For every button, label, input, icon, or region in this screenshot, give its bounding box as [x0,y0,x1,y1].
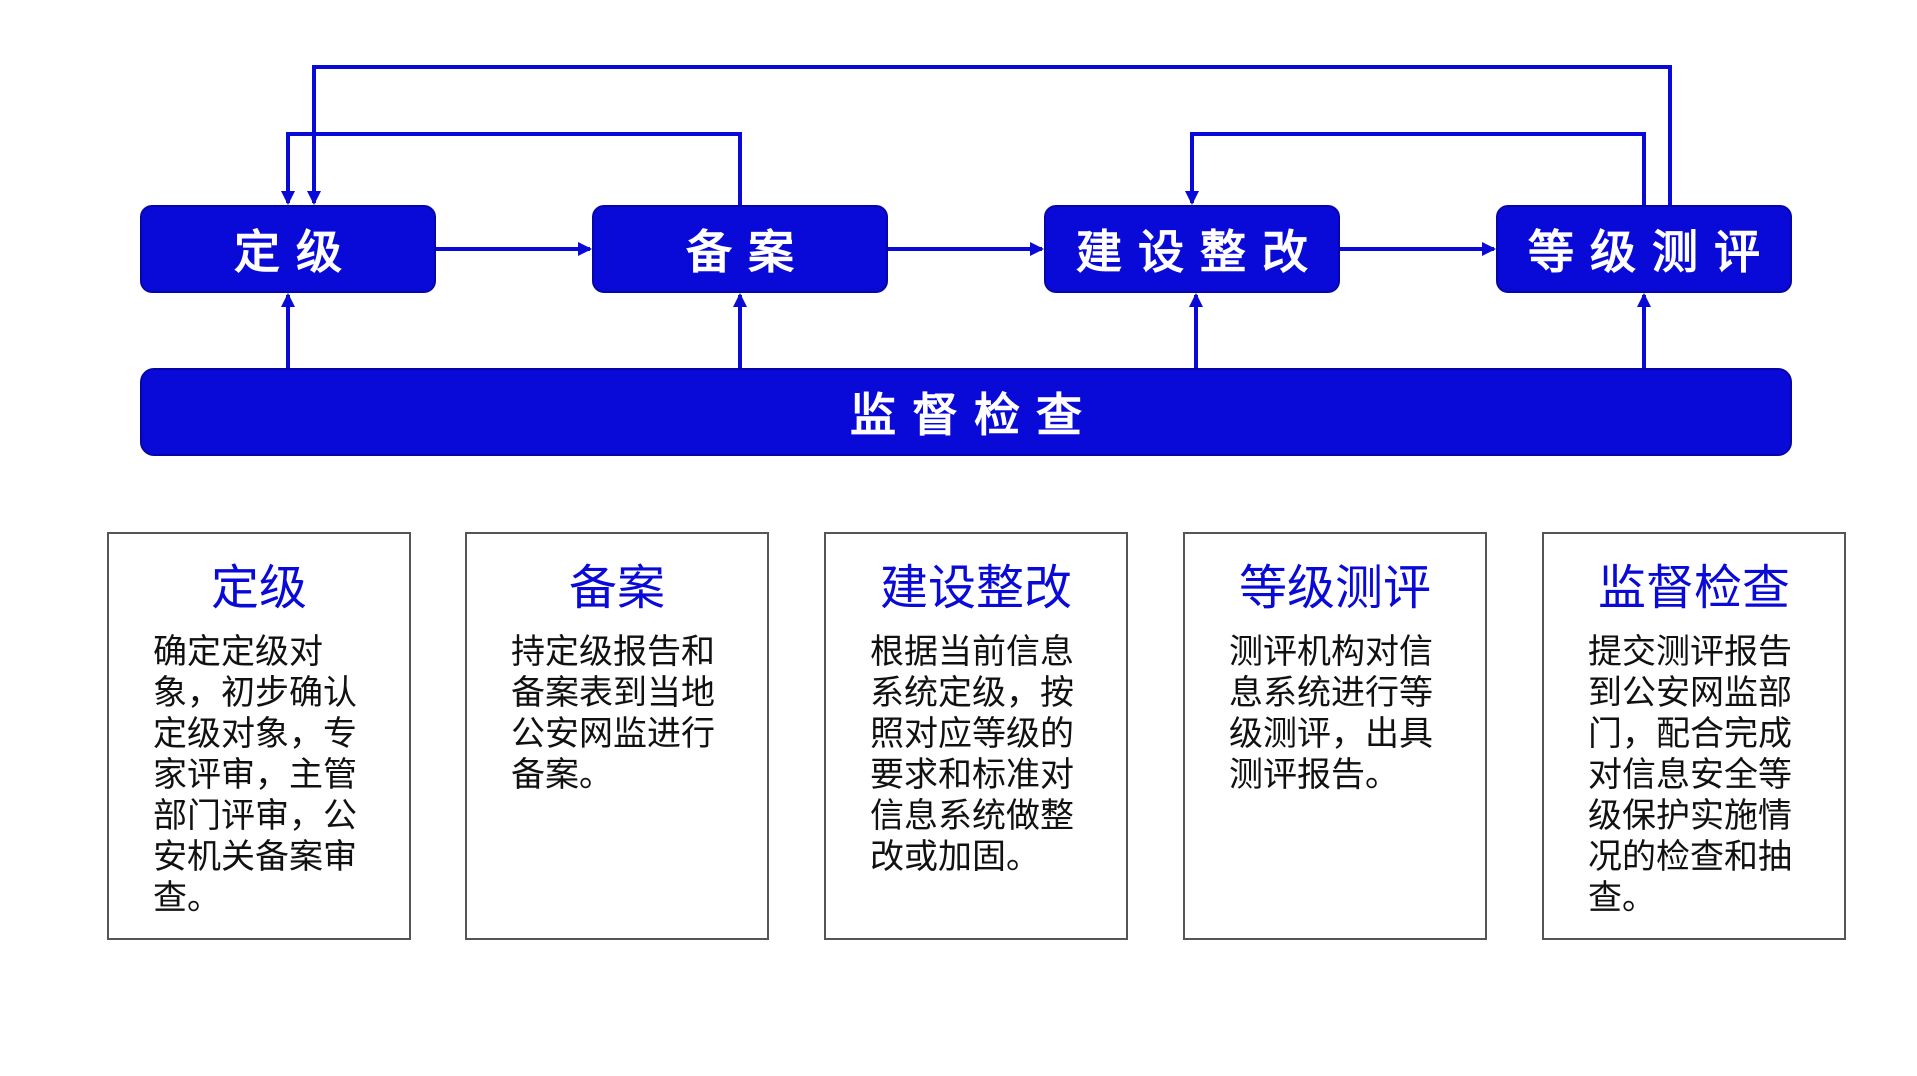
card-title: 备案 [568,560,665,616]
card-title: 等级测评 [1238,560,1431,616]
card-jianshe-zhenggai: 建设整改 根据当前信息系统定级，按照对应等级的要求和标准对信息系统做整改或加固。 [824,532,1128,940]
card-title: 建设整改 [879,560,1072,616]
stage-dengji-ceping: 等级测评 [1496,205,1792,293]
card-description: 持定级报告和备案表到当地公安网监进行备案。 [511,632,715,795]
card-beian: 备案 持定级报告和备案表到当地公安网监进行备案。 [465,532,769,940]
card-description: 确定定级对象，初步确认定级对象，专家评审，主管部门评审，公安机关备案审查。 [153,632,357,918]
stage-beian: 备案 [592,205,888,293]
card-title: 定级 [210,560,307,616]
card-dingji: 定级 确定定级对象，初步确认定级对象，专家评审，主管部门评审，公安机关备案审查。 [107,532,411,940]
supervision-bar: 监督检查 [140,368,1792,456]
card-description: 提交测评报告到公安网监部门，配合完成对信息安全等级保护实施情况的检查和抽查。 [1588,632,1792,918]
stage-dingji: 定级 [140,205,436,293]
loop-dengji-to-jianshe [1185,132,1646,205]
loop-beian-to-dingji [281,132,742,205]
card-dengji-ceping: 等级测评 测评机构对信息系统进行等级测评，出具测评报告。 [1183,532,1487,940]
card-description: 根据当前信息系统定级，按照对应等级的要求和标准对信息系统做整改或加固。 [870,632,1074,877]
card-jiandu-jiancha: 监督检查 提交测评报告到公安网监部门，配合完成对信息安全等级保护实施情况的检查和… [1542,532,1846,940]
stage-jianshe-zhenggai: 建设整改 [1044,205,1340,293]
loop-dengji-to-dingji [307,65,1672,205]
card-description: 测评机构对信息系统进行等级测评，出具测评报告。 [1229,632,1433,795]
card-title: 监督检查 [1597,560,1790,616]
